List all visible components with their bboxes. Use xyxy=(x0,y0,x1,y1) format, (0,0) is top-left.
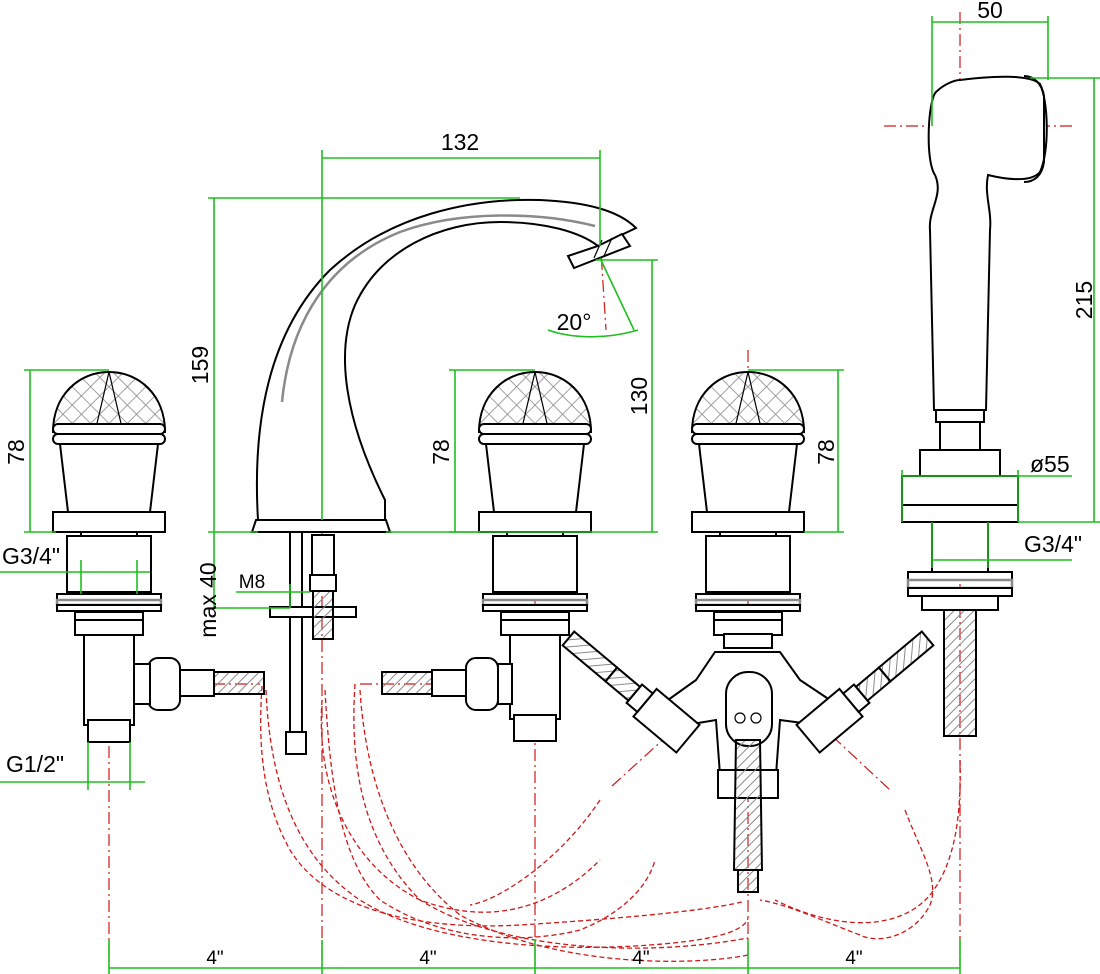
center-handle-height-label: 78 xyxy=(428,439,454,465)
left-valve xyxy=(51,370,265,743)
shower-length-label: 215 xyxy=(1071,281,1097,319)
dimension-lines xyxy=(0,16,1100,974)
stud-thread-label: M8 xyxy=(239,572,265,593)
shower-thread-label: G3/4" xyxy=(1024,531,1082,557)
spacing-label-3: 4" xyxy=(632,948,649,969)
outlet-height-label: 130 xyxy=(626,377,652,415)
spout xyxy=(250,198,638,533)
left-handle-height-label: 78 xyxy=(3,439,29,465)
spacing-label-1: 4" xyxy=(206,948,223,969)
spacing-label-4: 4" xyxy=(845,948,862,969)
spout-mounting xyxy=(269,531,357,755)
spout-reach-label: 132 xyxy=(441,129,479,155)
center-valve xyxy=(381,370,593,742)
hand-shower xyxy=(901,75,1048,737)
hose-paths xyxy=(260,683,961,962)
shower-width-label: 50 xyxy=(977,0,1003,23)
right-handle-height-label: 78 xyxy=(813,439,839,465)
right-valve-diverter xyxy=(561,370,935,893)
left-upper-thread-label: G3/4" xyxy=(2,543,60,569)
max-thickness-label: max 40 xyxy=(195,562,221,637)
spout-height-label: 159 xyxy=(187,346,213,384)
spacing-label-2: 4" xyxy=(419,948,436,969)
angle-label: 20° xyxy=(557,309,592,335)
left-lower-thread-label: G1/2" xyxy=(6,751,64,777)
shower-diameter-label: ø55 xyxy=(1030,451,1070,477)
